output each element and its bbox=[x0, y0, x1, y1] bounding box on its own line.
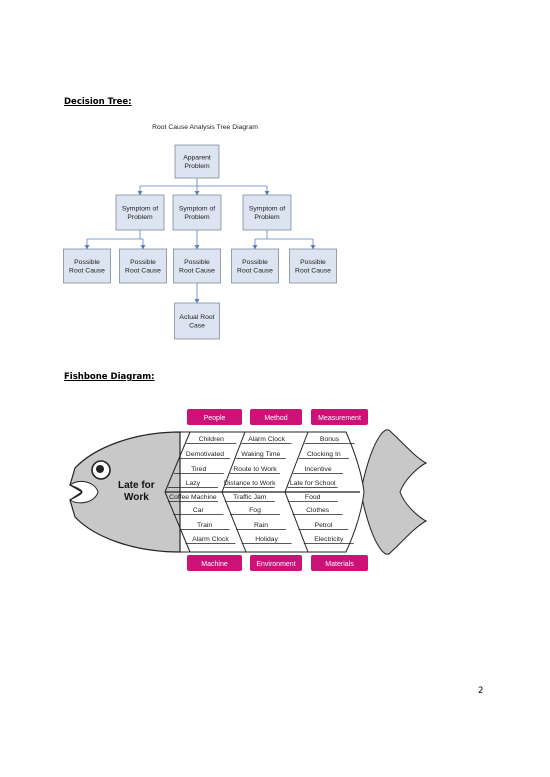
branch-label: Tired bbox=[191, 466, 206, 473]
category-badge-bottom bbox=[311, 555, 368, 571]
tree-title: Root Cause Analysis Tree Diagram bbox=[152, 124, 258, 131]
category-label: Machine bbox=[201, 561, 228, 568]
head-label-line-2: Work bbox=[124, 492, 149, 503]
possible-root-cause-1-label: Possible bbox=[74, 259, 100, 266]
category-label: People bbox=[204, 415, 226, 422]
possible-root-cause-4-label: Possible bbox=[242, 259, 268, 266]
category-badge-top bbox=[187, 409, 242, 425]
head-label-line-1: Late for bbox=[118, 480, 155, 491]
branch-label: Petrol bbox=[315, 522, 333, 529]
branch-label: Late for School bbox=[290, 480, 336, 487]
branch-label: Distance to Work bbox=[224, 480, 276, 487]
possible-root-cause-1-label: Root Cause bbox=[69, 268, 105, 275]
branch-label: Children bbox=[199, 436, 225, 443]
possible-root-cause-5-label: Possible bbox=[300, 259, 326, 266]
top-rib-2 bbox=[221, 431, 246, 493]
symptom-3-label: Symptom of bbox=[249, 206, 285, 213]
branch-label: Train bbox=[197, 522, 212, 529]
category-label: Environment bbox=[256, 561, 295, 568]
root-problem-label: Problem bbox=[184, 163, 210, 170]
possible-root-cause-5-box bbox=[289, 248, 337, 284]
actual-root-case-box bbox=[174, 302, 220, 340]
top-rib-3 bbox=[284, 431, 309, 493]
branch-label: Clothes bbox=[306, 507, 330, 514]
symptom-3-label: Problem bbox=[254, 214, 280, 221]
fish-mouth bbox=[68, 481, 99, 504]
possible-root-cause-3-label: Possible bbox=[184, 259, 210, 266]
category-badge-bottom bbox=[187, 555, 242, 571]
possible-root-cause-3-label: Root Cause bbox=[179, 268, 215, 275]
symptom-2-label: Symptom of bbox=[179, 206, 215, 213]
branch-label: Clocking In bbox=[307, 451, 341, 458]
branch-label: Food bbox=[305, 494, 321, 501]
fishbone-heading: Fishbone Diagram: bbox=[64, 372, 155, 382]
branch-label: Waking Time bbox=[241, 451, 280, 458]
category-badge-top bbox=[311, 409, 368, 425]
branch-label: Alarm Clock bbox=[248, 436, 285, 443]
symptom-1-box bbox=[115, 194, 165, 231]
fish-pupil bbox=[96, 465, 104, 473]
possible-root-cause-1-box bbox=[63, 248, 111, 284]
possible-root-cause-4-box bbox=[231, 248, 279, 284]
bottom-rib-2 bbox=[221, 491, 247, 553]
root-problem-label: Apparent bbox=[183, 155, 211, 162]
possible-root-cause-2-box bbox=[119, 248, 167, 284]
branch-label: Bonus bbox=[320, 436, 340, 443]
category-badge-top bbox=[250, 409, 302, 425]
symptom-2-label: Problem bbox=[184, 214, 210, 221]
fish-tail bbox=[361, 429, 428, 555]
bottom-rib-1 bbox=[164, 491, 191, 553]
branch-label: Fog bbox=[249, 507, 261, 514]
category-label: Method bbox=[264, 415, 287, 422]
top-rib-1 bbox=[164, 431, 191, 493]
branch-label: Holiday bbox=[255, 536, 278, 543]
possible-root-cause-2-label: Possible bbox=[130, 259, 156, 266]
symptom-3-box bbox=[242, 194, 292, 231]
branch-label: Electricity bbox=[314, 536, 344, 543]
symptom-1-label: Problem bbox=[127, 214, 153, 221]
decision-tree-heading: Decision Tree: bbox=[64, 97, 132, 107]
branch-label: Incentive bbox=[304, 466, 331, 473]
branch-label: Rain bbox=[254, 522, 268, 529]
actual-root-case-label: Case bbox=[189, 323, 205, 330]
possible-root-cause-5-label: Root Cause bbox=[295, 268, 331, 275]
branch-label: Alarm Clock bbox=[192, 536, 229, 543]
branch-label: Coffee Machine bbox=[169, 494, 217, 501]
category-label: Measurement bbox=[318, 415, 361, 422]
symptom-1-label: Symptom of bbox=[122, 206, 158, 213]
branch-label: Lazy bbox=[186, 480, 201, 487]
possible-root-cause-3-box bbox=[173, 248, 221, 284]
actual-root-case-label: Actual Root bbox=[179, 314, 214, 321]
branch-label: Demotivated bbox=[186, 451, 224, 458]
branch-label: Route to Work bbox=[233, 466, 277, 473]
possible-root-cause-4-label: Root Cause bbox=[237, 268, 273, 275]
branch-label: Traffic Jam bbox=[233, 494, 267, 501]
possible-root-cause-2-label: Root Cause bbox=[125, 268, 161, 275]
category-badge-bottom bbox=[250, 555, 302, 571]
bottom-rib-3 bbox=[284, 491, 309, 553]
category-label: Materials bbox=[325, 561, 354, 568]
branch-label: Car bbox=[193, 507, 205, 514]
page-number: 2 bbox=[478, 686, 484, 696]
